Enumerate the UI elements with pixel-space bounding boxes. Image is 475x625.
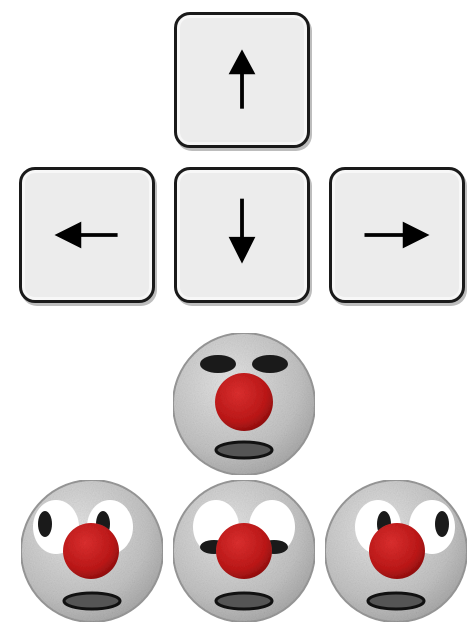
arrow-down-icon xyxy=(228,198,256,264)
right-arrow-key[interactable] xyxy=(329,167,465,303)
clown-face-looking-down xyxy=(170,477,318,625)
mouth xyxy=(366,591,426,611)
clown-face-looking-left xyxy=(18,477,166,625)
clown-nose-icon xyxy=(215,373,273,431)
clown-face-neutral xyxy=(170,330,318,478)
right-pupil xyxy=(435,511,449,537)
arrow-up-icon xyxy=(228,49,256,109)
right-eye xyxy=(252,355,288,373)
clown-nose-icon xyxy=(369,523,425,579)
mouth xyxy=(62,591,122,611)
clown-nose-icon xyxy=(216,523,272,579)
left-eye xyxy=(200,355,236,373)
up-arrow-key[interactable] xyxy=(174,12,310,148)
clown-face-looking-right xyxy=(322,477,470,625)
down-arrow-key[interactable] xyxy=(174,167,310,303)
mouth xyxy=(214,440,274,460)
left-arrow-key[interactable] xyxy=(19,167,155,303)
arrow-right-icon xyxy=(364,221,430,249)
left-pupil xyxy=(38,511,52,537)
arrow-left-icon xyxy=(54,221,118,249)
mouth xyxy=(214,591,274,611)
clown-nose-icon xyxy=(63,523,119,579)
